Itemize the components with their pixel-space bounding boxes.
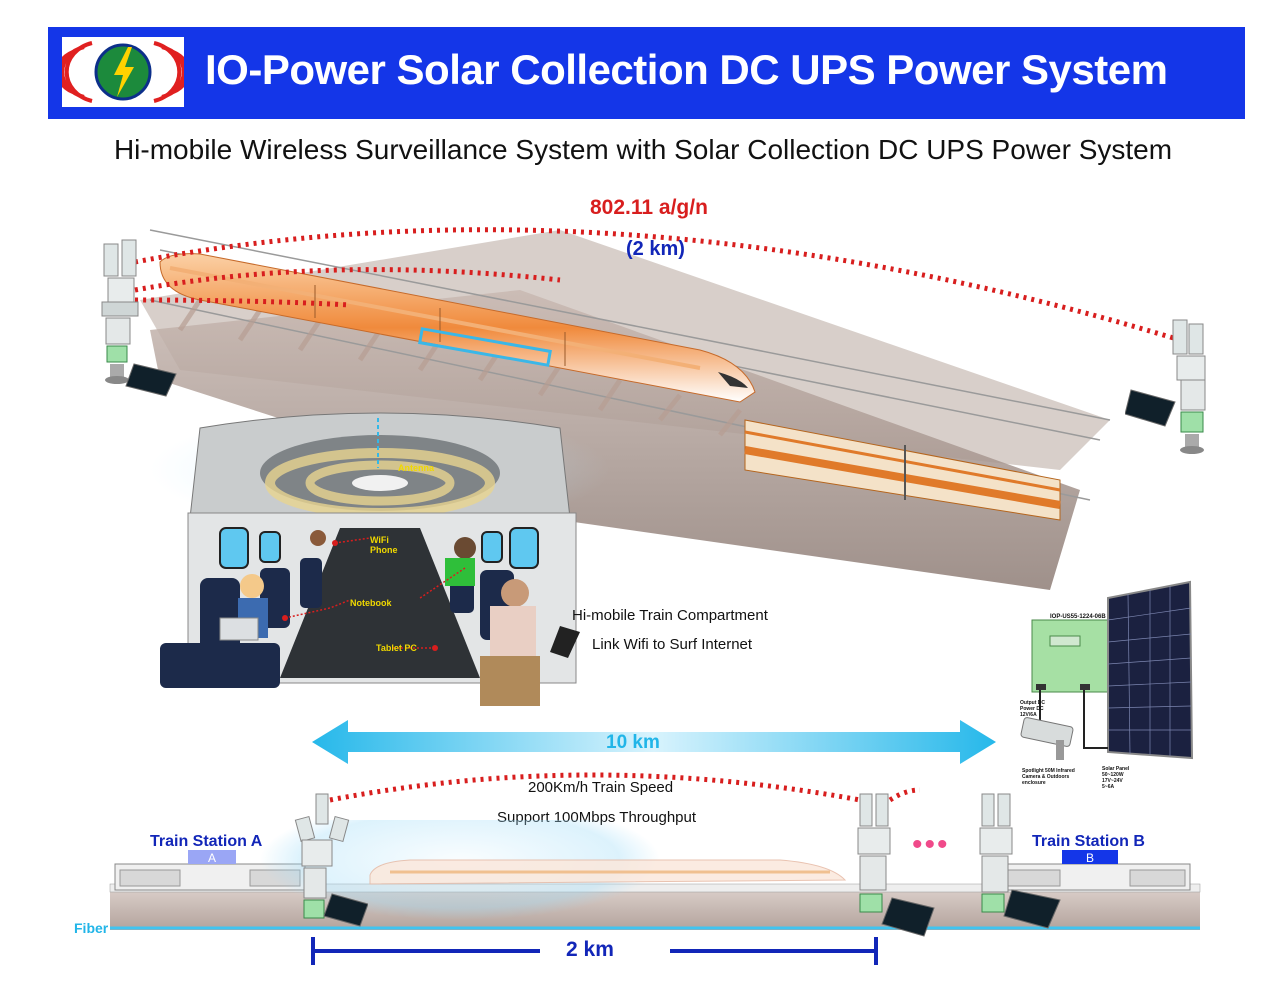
- io-power-lightning-logo: [62, 37, 184, 107]
- ups-equipment-diagram: [1020, 580, 1194, 760]
- antenna-label: Antenna: [398, 463, 434, 473]
- station-a-label: Train Station A: [150, 833, 263, 850]
- span-2km-label: 2 km: [566, 938, 614, 961]
- high-speed-train: [159, 253, 756, 403]
- link-distance-label: (2 km): [626, 238, 685, 260]
- ellipsis-dots: •••: [912, 828, 950, 861]
- span-10km-label: 10 km: [606, 732, 660, 753]
- train-compartment-illustration: [160, 412, 580, 706]
- access-point-tower-station-a: [294, 793, 368, 927]
- header-bar: [48, 27, 1245, 119]
- bottom-railway-scene: [109, 820, 1201, 930]
- span-2km-scale-bar: [311, 937, 878, 965]
- station-b-building: [999, 850, 1191, 891]
- local-train: [744, 419, 1061, 521]
- fiber-label: Fiber: [74, 920, 109, 936]
- output-dc-label: Output DC Power DC 12V/6A: [1020, 700, 1045, 718]
- bottom-link-arc: [329, 772, 921, 803]
- access-point-tower-right: [1125, 319, 1206, 454]
- tablet-pc-label: Tablet PC: [376, 643, 417, 653]
- page-title: IO-Power Solar Collection DC UPS Power S…: [205, 46, 1168, 93]
- access-point-tower-station-b: [979, 793, 1061, 929]
- station-b-sign: B: [1085, 851, 1094, 865]
- wireless-link-arc: [134, 227, 1181, 343]
- link-protocol-label: 802.11 a/g/n: [590, 196, 708, 219]
- notebook-label: Notebook: [350, 598, 392, 608]
- wifi-phone-label: WiFi Phone: [370, 535, 398, 555]
- span-10km-arrow: [312, 720, 996, 764]
- camera-label: Spotlight 50M Infrared Camera & Outdoors…: [1022, 768, 1075, 786]
- access-point-tower-mid: [857, 793, 935, 937]
- station-b-label: Train Station B: [1032, 833, 1145, 850]
- infrared-camera: [1020, 717, 1074, 760]
- train-speed-label: 200Km/h Train Speed: [528, 779, 674, 796]
- access-point-tower-left: [101, 239, 177, 397]
- ups-model-label: IOP-US55-1224-06B: [1050, 614, 1106, 620]
- subtitle: Hi-mobile Wireless Surveillance System w…: [113, 134, 1173, 165]
- solar-panel-label: Solar Panel 50~120W 17V~24V 5~6A: [1102, 766, 1130, 790]
- station-a-sign: A: [207, 851, 216, 865]
- track-bed-lower: [150, 290, 1080, 590]
- compartment-caption-line1: Hi-mobile Train Compartment: [572, 607, 768, 624]
- compartment-caption-line2: Link Wifi to Surf Internet: [592, 636, 753, 653]
